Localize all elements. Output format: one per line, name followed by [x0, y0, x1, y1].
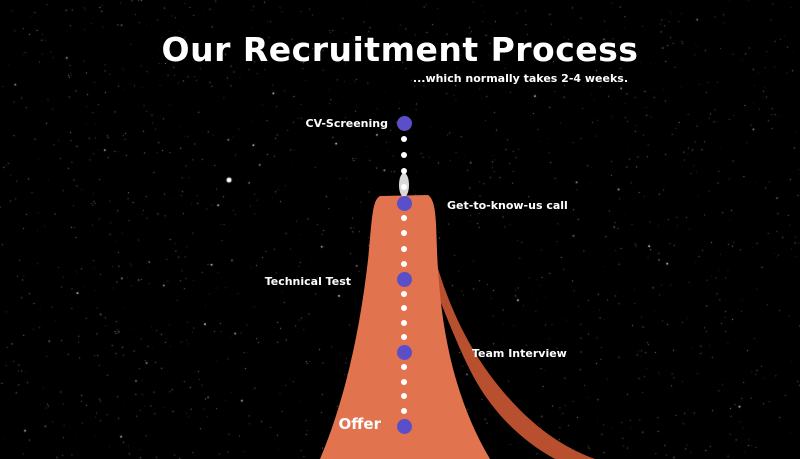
- path-dot: [401, 393, 407, 400]
- step-label-get-to-know-us-call: Get-to-know-us call: [447, 199, 568, 212]
- page-title: Our Recruitment Process: [161, 30, 639, 69]
- step-label-team-interview: Team Interview: [472, 347, 567, 360]
- path-dot: [401, 260, 407, 267]
- path-dot: [401, 408, 407, 415]
- step-marker: [396, 195, 412, 211]
- path-dot: [401, 136, 407, 142]
- step-marker: [396, 418, 412, 434]
- path-dot: [401, 305, 407, 312]
- path-dot: [401, 184, 407, 190]
- ribbon-shape: [428, 240, 595, 459]
- path-dot: [401, 152, 407, 158]
- path-dot: [401, 363, 407, 370]
- path-dot: [401, 245, 407, 252]
- path-dot: [401, 168, 407, 174]
- path-dot: [401, 334, 407, 341]
- step-marker: [396, 344, 412, 360]
- step-marker: [396, 115, 412, 131]
- path-dot: [401, 215, 407, 222]
- mountain-shape: [320, 195, 490, 459]
- step-marker: [396, 271, 412, 287]
- step-label-technical-test: Technical Test: [264, 275, 351, 288]
- step-label-cv-screening: CV-Screening: [305, 117, 388, 130]
- step-label-offer: Offer: [338, 415, 381, 433]
- path-dot: [401, 230, 407, 237]
- path-dot: [401, 319, 407, 326]
- path-dot: [401, 378, 407, 385]
- page-subtitle: ...which normally takes 2-4 weeks.: [412, 72, 628, 85]
- path-dot: [401, 290, 407, 297]
